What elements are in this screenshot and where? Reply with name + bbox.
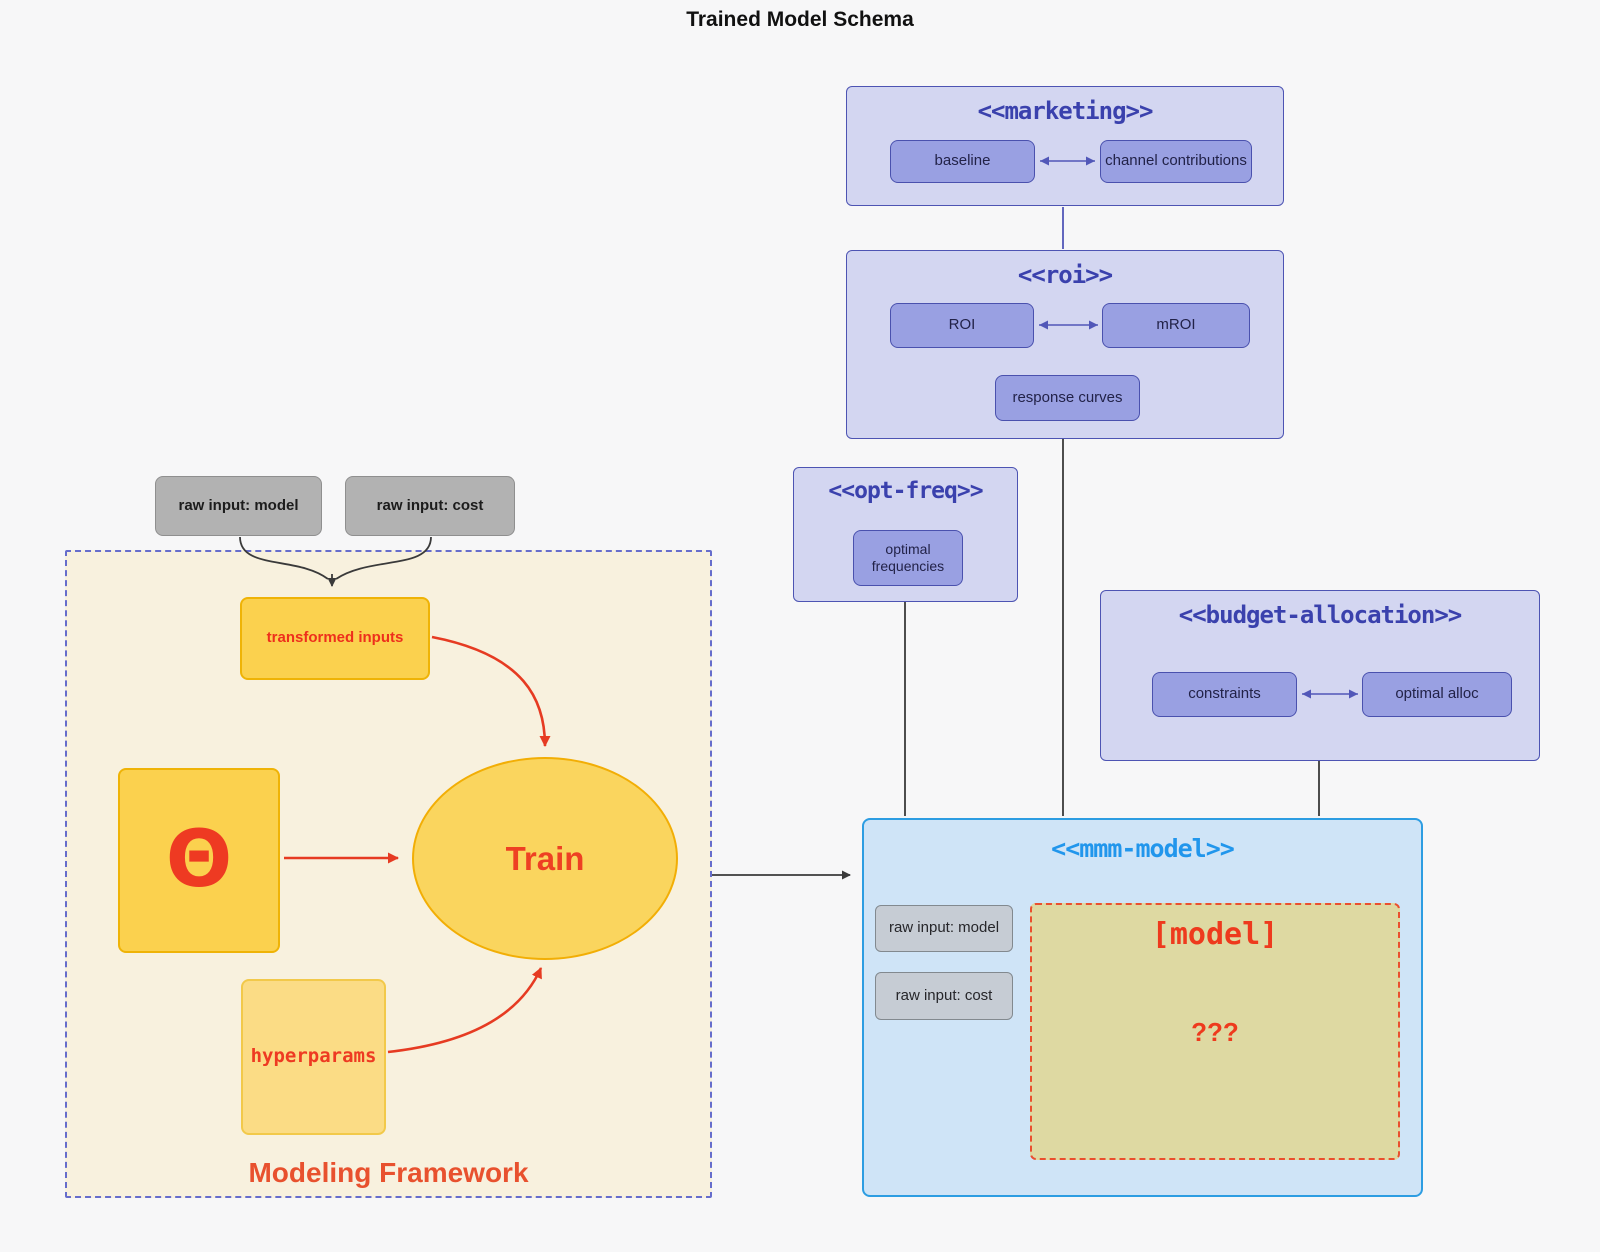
budget-allocation-title: <<budget-allocation>> — [1178, 601, 1462, 629]
node-theta-label: Θ — [165, 814, 233, 905]
roi-title: <<roi>> — [1017, 261, 1113, 289]
node-optimal-alloc: optimal alloc — [1356, 665, 1512, 717]
node-train-label: Train — [505, 839, 585, 877]
node-optimal-frequencies-label: optimal frequencies — [871, 540, 945, 575]
node-raw-input-model-label: raw input: model — [178, 496, 299, 514]
node-baseline-label: baseline — [934, 152, 991, 170]
node-mroi-label: mROI — [1156, 316, 1196, 334]
mmm-model-title: <<mmm-model>> — [1051, 834, 1235, 863]
node-roi-label: ROI — [948, 316, 976, 334]
opt-freq-title: <<opt-freq>> — [828, 478, 983, 504]
model-placeholder-box: [model] ??? — [1030, 903, 1400, 1160]
node-hyperparams-label: hyperparams — [250, 1045, 377, 1068]
model-unknown-label: ??? — [1191, 1017, 1239, 1047]
model-placeholder-label: [model] — [1151, 917, 1279, 952]
node-optimal-alloc-label: optimal alloc — [1395, 685, 1479, 703]
node-transformed-inputs-label: transformed inputs — [266, 629, 404, 647]
modeling-framework-label: Modeling Framework — [248, 1157, 529, 1188]
node-theta: Θ — [113, 762, 280, 953]
node-raw-input-cost: raw input: cost — [339, 469, 515, 536]
node-mmm-raw-input-cost: raw input: cost — [869, 965, 1013, 1020]
node-baseline: baseline — [884, 133, 1035, 183]
node-roi: ROI — [884, 296, 1034, 348]
node-response-curves: response curves — [989, 368, 1140, 421]
page-title: Trained Model Schema — [686, 8, 914, 31]
node-hyperparams: hyperparams — [236, 973, 386, 1135]
node-constraints-label: constraints — [1188, 685, 1261, 703]
node-channel-contributions-label: channel contributions — [1105, 152, 1247, 170]
node-mmm-raw-input-cost-label: raw input: cost — [895, 986, 993, 1004]
node-mmm-raw-input-model: raw input: model — [869, 898, 1013, 952]
node-channel-contributions: channel contributions — [1094, 133, 1252, 183]
node-mmm-raw-input-model-label: raw input: model — [888, 919, 1000, 937]
node-constraints: constraints — [1146, 665, 1297, 717]
node-optimal-frequencies: optimal frequencies — [847, 523, 963, 586]
marketing-title: <<marketing>> — [977, 97, 1154, 125]
node-response-curves-label: response curves — [1012, 388, 1123, 406]
node-raw-input-model: raw input: model — [149, 469, 322, 536]
node-mroi: mROI — [1096, 296, 1250, 348]
node-raw-input-cost-label: raw input: cost — [376, 496, 484, 514]
node-transformed-inputs: transformed inputs — [235, 591, 430, 680]
node-train-ellipse: Train — [412, 757, 678, 960]
